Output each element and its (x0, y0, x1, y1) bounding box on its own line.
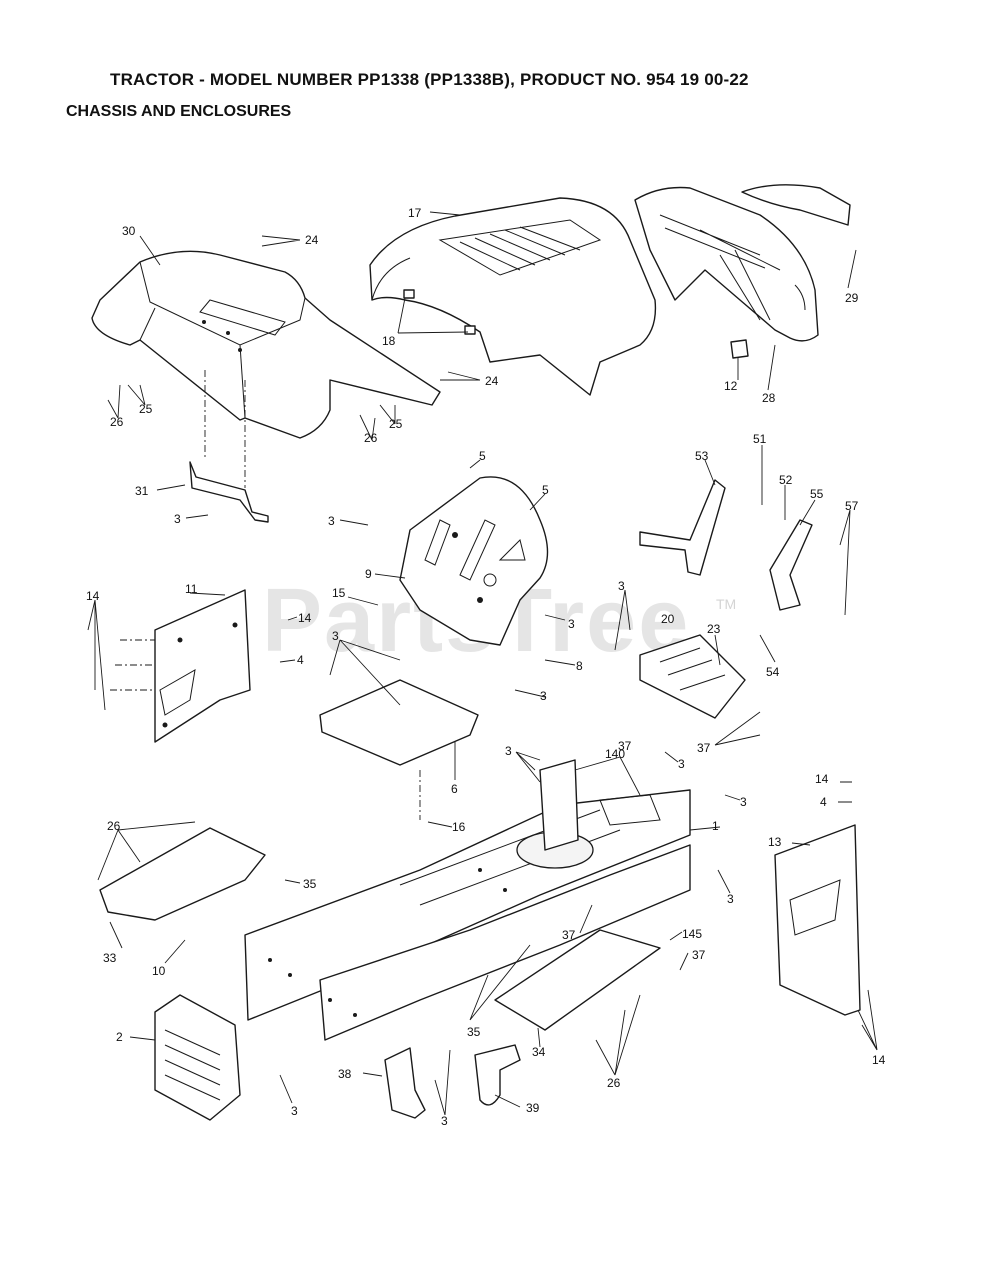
callout-number: 39 (526, 1101, 540, 1115)
callout-number: 20 (661, 612, 675, 626)
callout-number: 3 (618, 579, 625, 593)
part-dash-panel[interactable] (399, 476, 549, 646)
callout-number: 3 (174, 512, 181, 526)
callout-number: 25 (389, 417, 403, 431)
callout-number: 145 (682, 927, 702, 941)
callout-number: 140 (605, 747, 625, 761)
callout-number: 3 (328, 514, 335, 528)
callout-number: 3 (291, 1104, 298, 1118)
callout-number: 5 (479, 449, 486, 463)
callout-number: 13 (768, 835, 782, 849)
callout-number: 4 (297, 653, 304, 667)
callout-number: 31 (135, 484, 149, 498)
callout-number: 4 (820, 795, 827, 809)
callout-number: 38 (338, 1067, 352, 1081)
part-footrest-left[interactable] (99, 827, 266, 921)
callout-number: 24 (305, 233, 319, 247)
callout-number: 52 (779, 473, 793, 487)
part-main-frame[interactable] (244, 789, 691, 1041)
callout-number: 3 (740, 795, 747, 809)
callout-number: 29 (845, 291, 859, 305)
callout-number: 15 (332, 586, 346, 600)
callout-number: 55 (810, 487, 824, 501)
callout-number: 14 (872, 1053, 886, 1067)
callout-number: 24 (485, 374, 499, 388)
callout-number: 3 (505, 744, 512, 758)
callout-number: 53 (695, 449, 709, 463)
callout-number: 2 (116, 1030, 123, 1044)
callout-number: 10 (152, 964, 166, 978)
part-front-plate[interactable] (154, 994, 241, 1121)
part-frame-bracket-140[interactable] (539, 759, 579, 851)
part-bracket-39[interactable] (474, 1044, 521, 1106)
part-bracket-53[interactable] (639, 479, 726, 576)
callout-number: 18 (382, 334, 396, 348)
callout-numbers: 30 24 17 29 18 24 12 28 26 25 26 25 5 5 … (86, 206, 886, 1128)
page-title: TRACTOR - MODEL NUMBER PP1338 (PP1338B),… (110, 70, 749, 89)
callout-number: 26 (110, 415, 124, 429)
part-side-panel-right[interactable] (774, 824, 861, 1016)
callout-number: 17 (408, 206, 422, 220)
callout-number: 3 (568, 617, 575, 631)
callout-number: 51 (753, 432, 767, 446)
callout-number: 16 (452, 820, 466, 834)
callout-number: 26 (107, 819, 121, 833)
callout-number: 14 (298, 611, 312, 625)
callout-number: 26 (364, 431, 378, 445)
callout-number: 33 (103, 951, 117, 965)
callout-number: 57 (845, 499, 859, 513)
callout-number: 34 (532, 1045, 546, 1059)
part-grommet-12[interactable] (730, 339, 749, 359)
callout-number: 37 (697, 741, 711, 755)
callout-number: 3 (727, 892, 734, 906)
callout-number: 37 (562, 928, 576, 942)
part-bracket-plate[interactable] (639, 634, 746, 719)
part-grille[interactable] (634, 186, 819, 342)
callout-number: 54 (766, 665, 780, 679)
callout-number: 5 (542, 483, 549, 497)
callout-number: 14 (86, 589, 100, 603)
part-bracket-38[interactable] (384, 1047, 426, 1119)
callout-number: 3 (540, 689, 547, 703)
part-fender[interactable] (91, 250, 441, 439)
callout-number: 8 (576, 659, 583, 673)
page-subtitle: CHASSIS AND ENCLOSURES (66, 103, 292, 120)
part-bracket-31[interactable] (189, 370, 269, 523)
callout-number: 37 (618, 739, 632, 753)
callout-number: 25 (139, 402, 153, 416)
callout-number: 23 (707, 622, 721, 636)
part-side-panel-left[interactable] (110, 589, 251, 743)
callout-number: 37 (692, 948, 706, 962)
callout-number: 30 (122, 224, 136, 238)
callout-number: 35 (467, 1025, 481, 1039)
callout-number: 14 (815, 772, 829, 786)
callout-number: 28 (762, 391, 776, 405)
callout-number: 35 (303, 877, 317, 891)
part-hood[interactable] (369, 197, 657, 396)
callout-number: 9 (365, 567, 372, 581)
part-bracket-55[interactable] (769, 519, 813, 611)
part-footrest-right[interactable] (494, 929, 661, 1031)
part-nose-cone[interactable] (741, 184, 851, 226)
callout-number: 11 (185, 582, 198, 596)
callout-number: 6 (451, 782, 458, 796)
callout-number: 26 (607, 1076, 621, 1090)
callout-number: 12 (724, 379, 738, 393)
callout-number: 3 (441, 1114, 448, 1128)
watermark-trademark: TM (716, 596, 737, 612)
part-heat-shield[interactable] (319, 679, 479, 820)
leader-lines (87, 211, 878, 1116)
callout-number: 3 (332, 629, 339, 643)
callout-number: 3 (678, 757, 685, 771)
callout-number: 1 (712, 819, 719, 833)
